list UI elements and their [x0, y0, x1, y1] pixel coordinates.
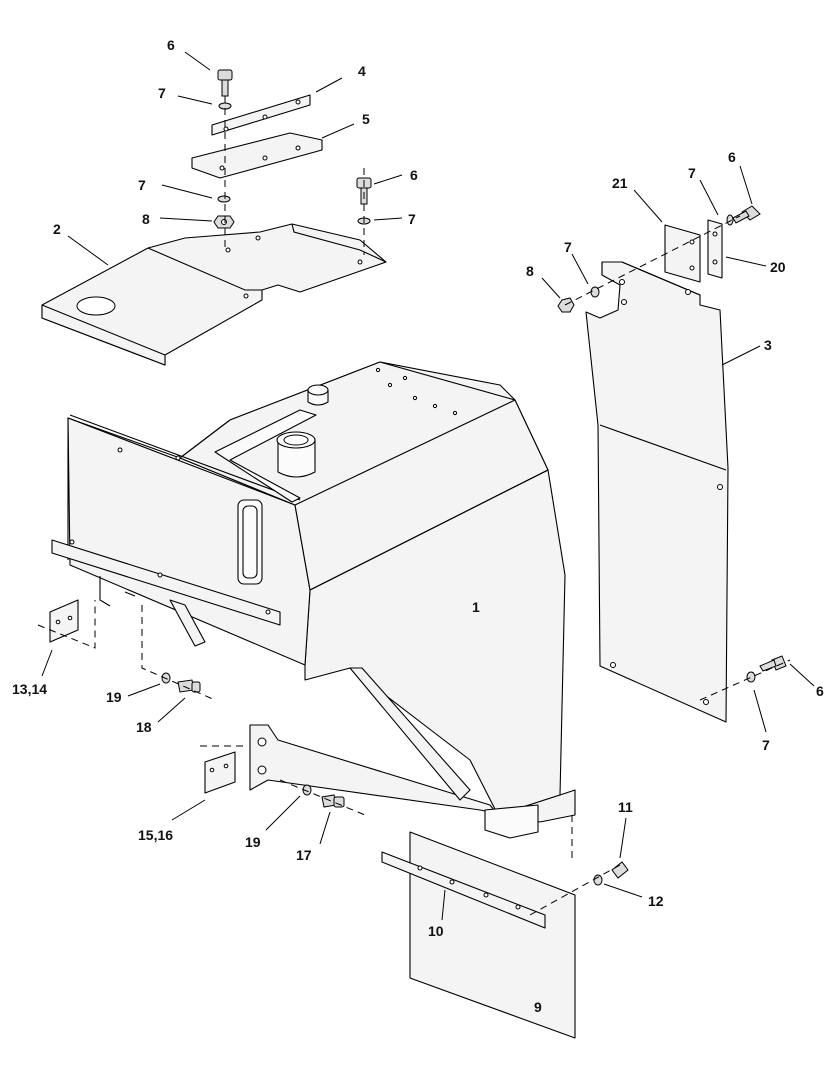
- callout-13-14: 13,14: [12, 681, 47, 697]
- callout-12: 12: [648, 893, 664, 909]
- part-3-side-panel: [585, 261, 729, 723]
- washer-7-panel-bottom: [746, 671, 756, 683]
- part-10-retaining-bar: [381, 851, 546, 929]
- part-4-strap: [211, 94, 311, 136]
- washer-7-mid: [217, 195, 231, 203]
- callout-10: 10: [428, 923, 444, 939]
- callout-2: 2: [53, 221, 61, 237]
- callout-6-panel-top: 6: [728, 149, 736, 165]
- callout-5: 5: [362, 111, 370, 127]
- nut-8-left: [213, 215, 235, 229]
- callout-6-right: 6: [410, 167, 418, 183]
- callout-labels: 1 2 3 4 5 6 6 6 6 7 7 7 7 7 7 8 8 9 10 1…: [12, 37, 824, 1015]
- bolt-6-panel-top: [732, 205, 761, 224]
- callout-7-top: 7: [158, 85, 166, 101]
- callout-8-left: 8: [142, 211, 150, 227]
- bolt-18: [177, 679, 201, 693]
- part-15-16-plate: [204, 751, 236, 794]
- callout-17: 17: [296, 847, 312, 863]
- callout-19-lower: 19: [245, 834, 261, 850]
- washer-12: [593, 874, 603, 886]
- callout-6-top: 6: [167, 37, 175, 53]
- part-2-top-cover: [41, 223, 387, 366]
- part-5-plate: [191, 132, 323, 179]
- callout-7-right: 7: [408, 211, 416, 227]
- callout-18: 18: [136, 719, 152, 735]
- callout-7-panel-top: 7: [688, 165, 696, 181]
- washer-7-panel-top: [726, 214, 734, 226]
- bolt-17: [321, 794, 345, 808]
- callout-7-mid: 7: [138, 177, 146, 193]
- leader-lines: [41, 51, 815, 921]
- callout-19-upper: 19: [106, 689, 122, 705]
- callout-1: 1: [472, 599, 480, 615]
- filler-neck: [276, 431, 316, 478]
- callout-4: 4: [358, 63, 366, 79]
- callout-7-panel-left: 7: [564, 239, 572, 255]
- callout-20: 20: [770, 259, 786, 275]
- part-1-tank-body: [51, 361, 576, 839]
- callout-8-panel: 8: [526, 263, 534, 279]
- callout-11: 11: [618, 799, 633, 815]
- callout-21: 21: [612, 175, 628, 191]
- assembly-centerlines: [37, 96, 791, 916]
- callout-3: 3: [764, 337, 772, 353]
- vent-neck: [307, 384, 329, 406]
- bolt-6-panel-bottom: [759, 655, 787, 672]
- part-13-14-plate: [49, 599, 79, 643]
- callout-9: 9: [534, 999, 542, 1015]
- bolt-6-top: [217, 69, 233, 97]
- part-20-spacer: [707, 219, 723, 279]
- part-21-plate: [664, 224, 701, 283]
- callout-7-panel-bottom: 7: [762, 737, 770, 753]
- bolt-11: [611, 861, 629, 879]
- callout-6-panel-bottom: 6: [816, 683, 824, 699]
- callout-15-16: 15,16: [138, 827, 173, 843]
